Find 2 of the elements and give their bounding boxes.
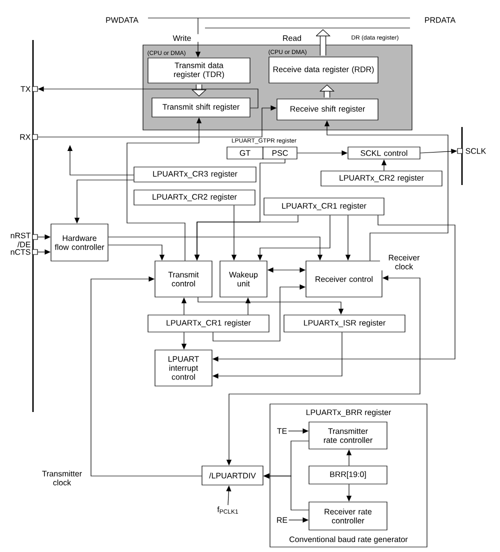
- arrow: [67, 145, 134, 176]
- arrow: [90, 276, 202, 476]
